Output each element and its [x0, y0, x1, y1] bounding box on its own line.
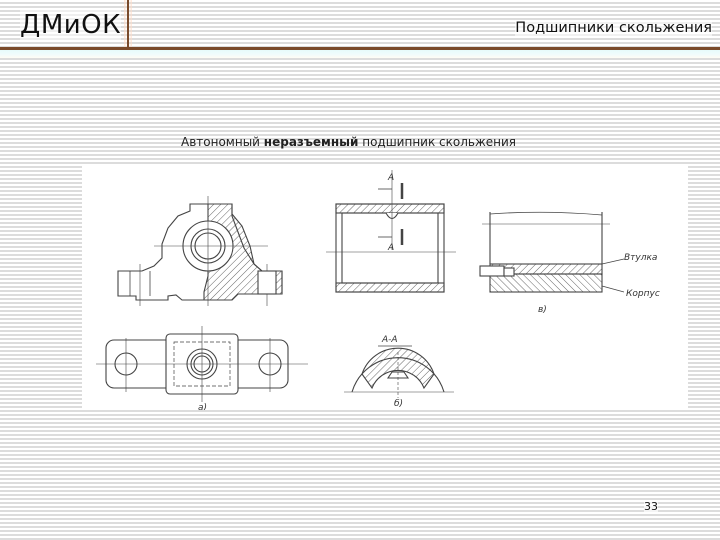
header-vertical-divider — [124, 0, 132, 49]
bushing-section-view: А А — [326, 170, 456, 293]
bushing-label: Втулка — [624, 253, 657, 263]
figure-caption: Автономный неразъемный подшипник скольже… — [181, 135, 516, 149]
housing-label: Корпус — [626, 289, 660, 299]
section-title: А-А — [381, 335, 398, 345]
pillow-block-front-view — [117, 196, 283, 306]
section-mark-bottom: А — [387, 243, 394, 253]
page-number: 33 — [644, 500, 658, 513]
caption-bold: неразъемный — [263, 135, 359, 149]
caption-suffix: подшипник скольжения — [358, 135, 517, 149]
header-rule — [0, 47, 720, 50]
view-c-label: в) — [538, 305, 547, 315]
section-a-a-view: А-А б) — [344, 335, 454, 409]
header-rule-highlight — [0, 50, 720, 58]
pillow-block-top-view: а) — [96, 326, 308, 410]
slide-title: Подшипники скольжения — [515, 20, 712, 36]
set-screw-detail-view: Втулка Корпус в) — [479, 211, 660, 315]
technical-drawing: А А Втулка Корпус в) — [82, 166, 688, 410]
section-mark-top: А — [387, 173, 394, 183]
logo-text: ДМиОК — [20, 10, 122, 40]
view-a-label: а) — [198, 403, 207, 410]
caption-prefix: Автономный — [181, 135, 264, 149]
view-b-label: б) — [394, 399, 403, 409]
